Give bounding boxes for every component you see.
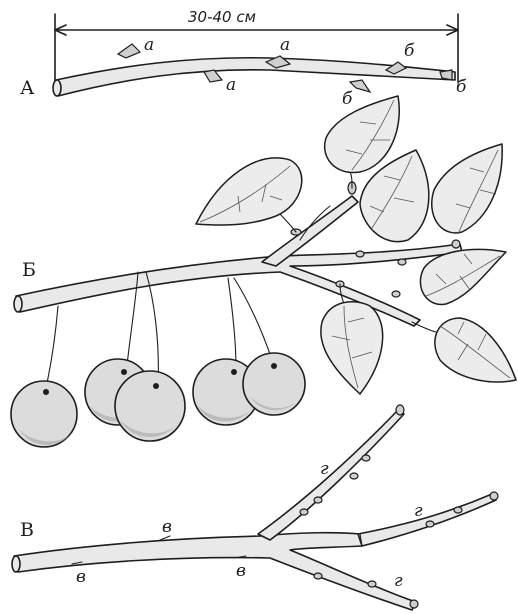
bud-b-3: [440, 70, 452, 80]
leaf-5: [420, 249, 506, 304]
panel-b-letter: Б: [22, 259, 36, 281]
label-v-3: в: [236, 561, 246, 581]
panel-a-shoot: [53, 44, 455, 96]
label-v-1: в: [162, 517, 172, 537]
dimension-label: 30-40 см: [188, 8, 256, 26]
label-g-2: г: [414, 501, 423, 521]
label-a-1: а: [144, 35, 154, 55]
label-a-2: а: [280, 35, 290, 55]
label-b-3: б: [456, 77, 467, 97]
label-a-3: а: [226, 75, 236, 95]
label-b-1: б: [404, 41, 415, 61]
cherry-5: [243, 353, 305, 415]
leaf-7: [412, 318, 516, 382]
cherry-3: [115, 371, 185, 441]
label-g-1: г: [320, 459, 329, 479]
bud-b-2: [350, 80, 370, 92]
bud-a-1: [118, 44, 140, 58]
label-v-2: в: [76, 567, 86, 587]
label-g-3: г: [394, 571, 403, 591]
leaf-4: [432, 144, 502, 234]
bud-a-3: [204, 70, 222, 82]
label-b-2: б: [342, 89, 353, 109]
panel-c-letter: В: [20, 519, 34, 541]
leaf-1: [196, 158, 302, 232]
cherry-1: [11, 381, 77, 447]
panel-a-letter: А: [20, 77, 35, 99]
